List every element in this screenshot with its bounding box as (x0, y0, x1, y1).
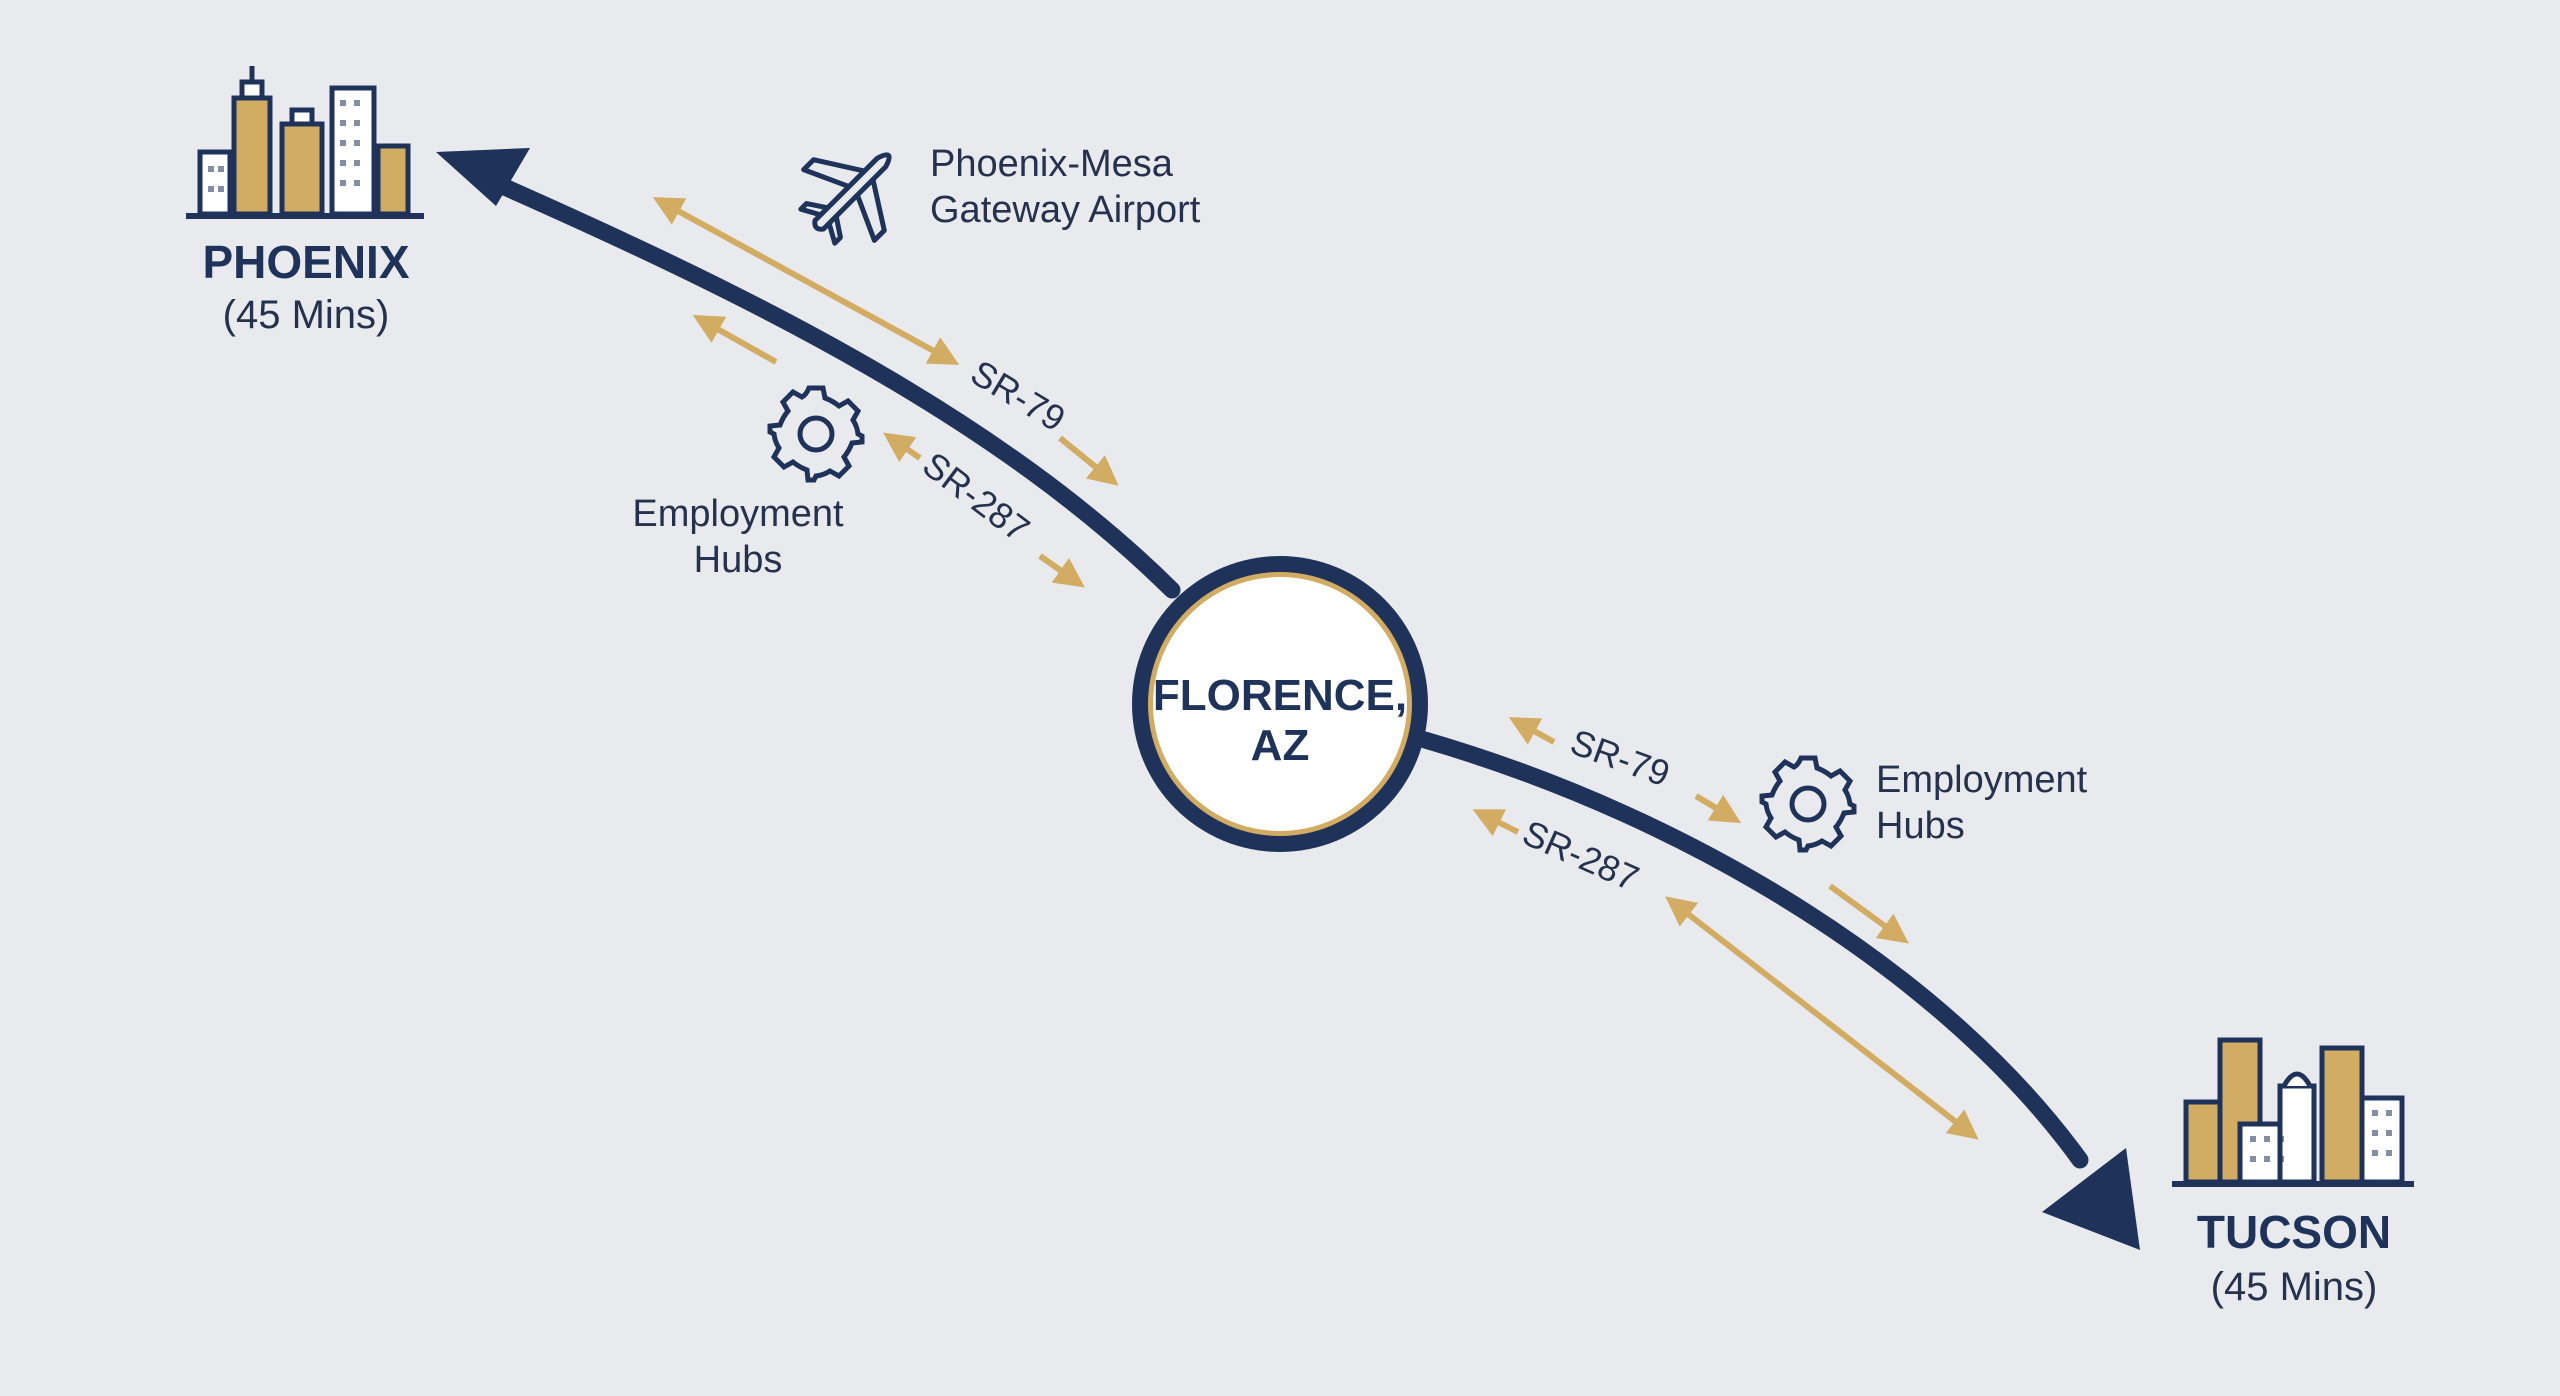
gold-route-arrow (1472, 809, 1520, 837)
hubs-south-line1: Employment (1876, 759, 2088, 801)
gold-route-arrow (1508, 717, 1556, 745)
gold-route-arrow (883, 432, 922, 462)
gold-route-arrow (692, 315, 778, 365)
gear-icon (767, 385, 865, 483)
center-label-line2: AZ (1251, 721, 1310, 770)
gear-icon (1759, 755, 1857, 853)
hubs-north-line2: Hubs (694, 539, 783, 581)
phoenix-highway-arc (491, 176, 1181, 599)
gold-route-arrow (1058, 435, 1119, 486)
gold-route-arrow (1694, 793, 1742, 824)
route-label-south-sr79: SR-79 (1565, 721, 1675, 794)
tucson-drive-time: (45 Mins) (2211, 1265, 2378, 1309)
hubs-north-line1: Employment (632, 493, 844, 535)
gold-route-arrow (1665, 896, 1979, 1140)
center-label-line1: FLORENCE, (1153, 671, 1407, 720)
city-skyline-icon (2172, 1037, 2414, 1187)
route-label-south-sr287: SR-287 (1517, 812, 1645, 899)
airport-label-line2: Gateway Airport (930, 189, 1201, 231)
tucson-arrowhead (2042, 1148, 2140, 1250)
hubs-south-line2: Hubs (1876, 805, 1965, 847)
tucson-highway-arc (1416, 731, 2089, 1169)
phoenix-name: PHOENIX (202, 236, 409, 288)
airport-label-line1: Phoenix-Mesa (930, 143, 1174, 185)
gold-route-arrow (652, 197, 960, 365)
phoenix-drive-time: (45 Mins) (223, 293, 390, 337)
gold-route-arrow (1038, 553, 1085, 588)
city-skyline-icon (186, 66, 424, 219)
phoenix-arrowhead (436, 148, 530, 206)
tucson-name: TUCSON (2197, 1206, 2391, 1258)
florence-hub: FLORENCE, AZ (1132, 556, 1428, 852)
airplane-icon (798, 152, 892, 246)
